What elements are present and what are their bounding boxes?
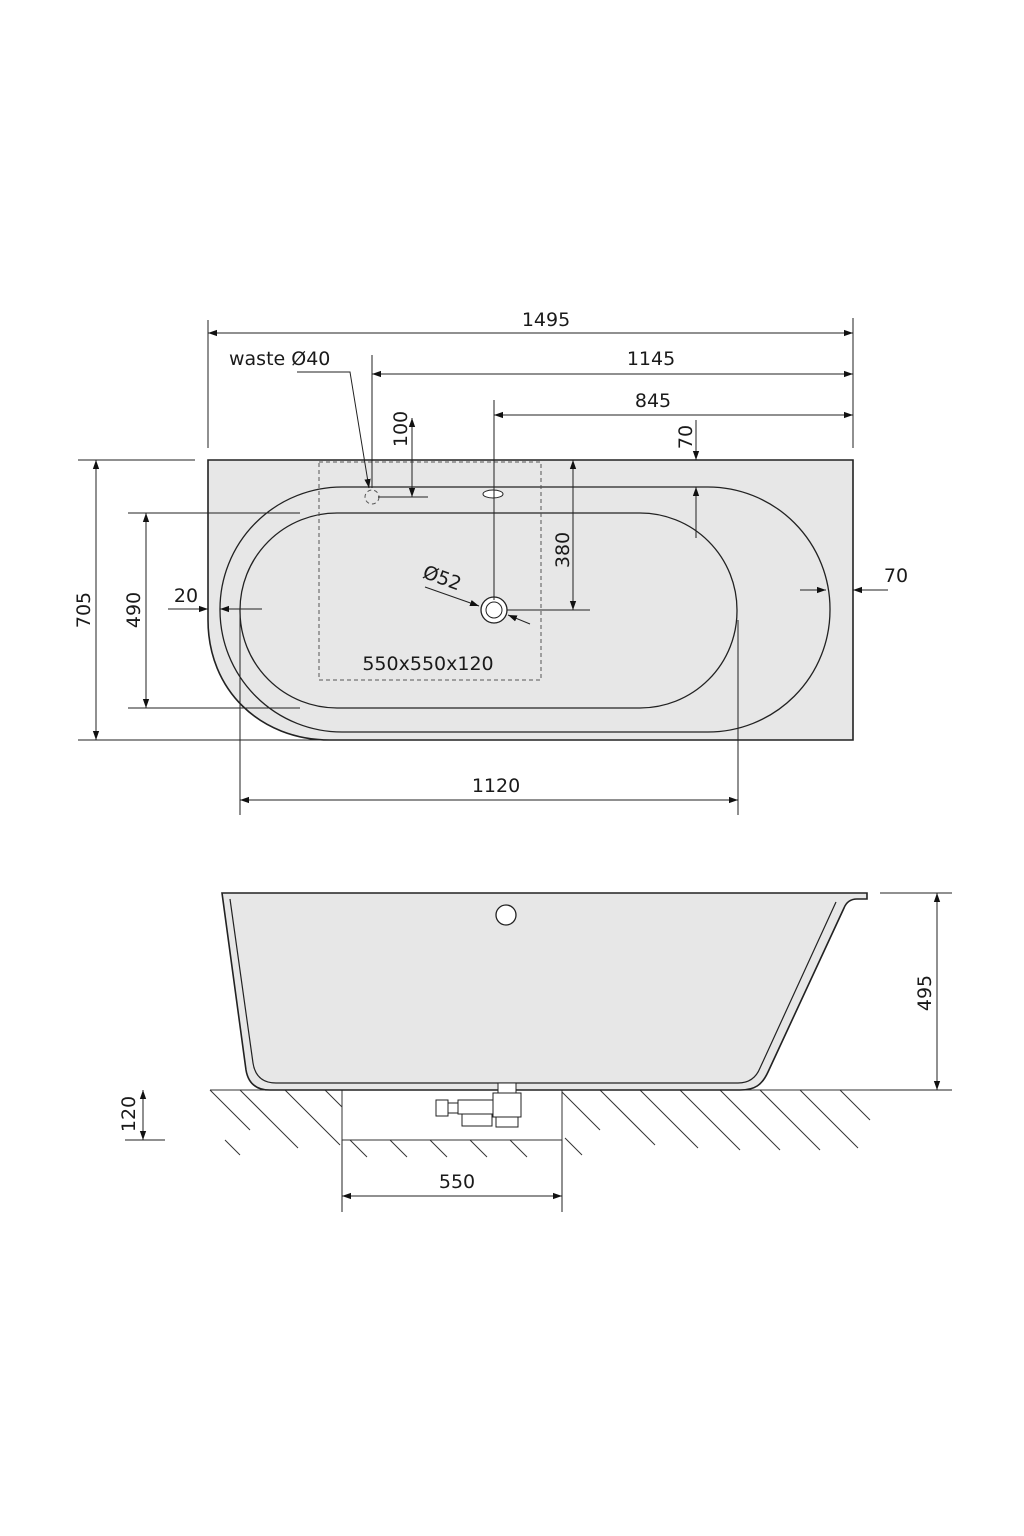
dim-845: 845 — [635, 390, 671, 412]
dim-1495: 1495 — [522, 309, 570, 331]
floor-recess — [341, 1089, 563, 1141]
dim-1145: 1145 — [627, 348, 675, 370]
drain-leader-a — [424, 586, 480, 607]
tub-side-profile — [221, 892, 868, 1091]
waste-trap — [435, 1082, 522, 1128]
recess-label: 550x550x120 — [362, 653, 493, 675]
dim-70-right: 70 — [884, 565, 908, 587]
drain-leader-b — [507, 614, 531, 625]
dim-550: 550 — [439, 1171, 475, 1193]
overflow-hole — [495, 904, 517, 926]
waste-label: waste Ø40 — [229, 348, 330, 370]
dim-100: 100 — [390, 411, 412, 447]
dim-70-top: 70 — [675, 425, 697, 449]
dim-1120: 1120 — [472, 775, 520, 797]
side-view: 495 120 550 — [118, 892, 952, 1212]
waste-leader — [297, 371, 371, 489]
recess-box — [318, 461, 542, 681]
dim-20: 20 — [174, 585, 198, 607]
dim-380: 380 — [552, 532, 574, 568]
top-view: 1495 1145 845 waste Ø40 100 70 380 Ø52 5… — [73, 309, 908, 815]
dim-120: 120 — [118, 1096, 140, 1132]
dim-490: 490 — [123, 592, 145, 628]
drain-inner — [485, 601, 503, 619]
dim-705: 705 — [73, 592, 95, 628]
dim-495: 495 — [914, 975, 936, 1011]
overflow-slot — [482, 489, 504, 499]
